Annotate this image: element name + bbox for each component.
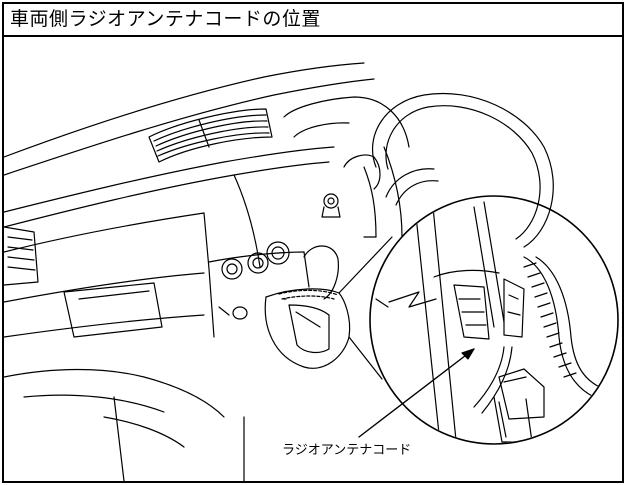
detail-leader-lines (338, 236, 393, 380)
lower-dashboard (4, 272, 245, 481)
title-divider (4, 35, 622, 37)
steering-wheel (371, 92, 554, 248)
vehicle-interior-illustration (4, 62, 619, 481)
left-air-vent (4, 226, 39, 286)
dashboard-top (4, 62, 375, 270)
callout-pointer (358, 348, 475, 438)
radio-antenna-cord-label: ラジオアンテナコード (282, 443, 412, 458)
magnified-detail (369, 195, 619, 445)
page-title: 車両側ラジオアンテナコードの位置 (10, 8, 321, 30)
center-stack (208, 241, 310, 338)
gear-shifter (264, 245, 351, 369)
steering-column (283, 96, 410, 238)
lightning-cut-icon (375, 291, 437, 308)
center-air-vent (148, 108, 273, 163)
